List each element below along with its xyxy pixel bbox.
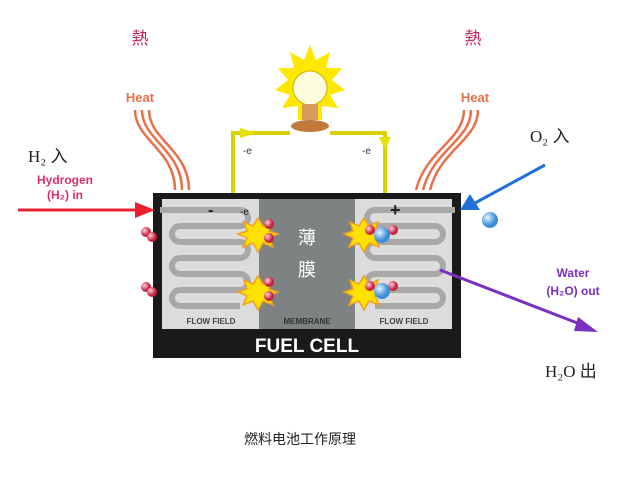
water-out-label-2: (H₂O) out xyxy=(546,284,599,298)
membrane-cn-2: 膜 xyxy=(298,260,316,280)
flow-field-label-right: FLOW FIELD xyxy=(380,317,429,326)
oxygen-in-arrow-icon xyxy=(460,163,546,210)
membrane xyxy=(259,199,355,329)
water-out-label: Water xyxy=(557,266,590,280)
heat-cn-left: 熱 xyxy=(132,29,149,48)
heat-waves-right xyxy=(414,109,480,191)
water-out-arrow-icon xyxy=(439,268,598,332)
heat-label-left: Heat xyxy=(126,90,155,105)
fuel-cell-label: FUEL CELL xyxy=(255,336,360,357)
hydrogen-in-label-2: (H₂) in xyxy=(47,188,83,202)
electron-arrow-icon xyxy=(379,137,391,150)
cathode-channel xyxy=(364,207,455,309)
membrane-label: MEMBRANE xyxy=(283,317,331,326)
oxygen-atoms xyxy=(374,212,498,299)
heat-cn-right: 熱 xyxy=(465,29,482,48)
anode-channel xyxy=(160,207,251,309)
anode-minus: - xyxy=(208,202,213,219)
membrane-cn-1: 薄 xyxy=(298,228,316,248)
h2o-out-cn: H₂O 出 xyxy=(545,362,597,381)
flow-field-label-left: FLOW FIELD xyxy=(187,317,236,326)
diagram-caption: 燃料电池工作原理 xyxy=(244,431,356,448)
light-bulb-icon xyxy=(275,45,345,132)
external-circuit xyxy=(231,131,387,205)
heat-label-right: Heat xyxy=(461,90,490,105)
hydrogen-in-label: Hydrogen xyxy=(37,173,93,187)
electron-label: -e xyxy=(240,207,249,218)
cathode-plus: + xyxy=(390,200,401,220)
h2-in-cn: H₂ 入 xyxy=(28,147,67,166)
electron-label: -e xyxy=(362,146,371,157)
hydrogen-molecules xyxy=(141,219,398,301)
hydrogen-in-arrow-icon xyxy=(18,202,155,218)
electron-label: -e xyxy=(243,146,252,157)
electron-arrow-icon xyxy=(240,128,256,138)
o2-in-cn: O₂ 入 xyxy=(530,127,569,146)
heat-waves-left xyxy=(133,109,191,191)
